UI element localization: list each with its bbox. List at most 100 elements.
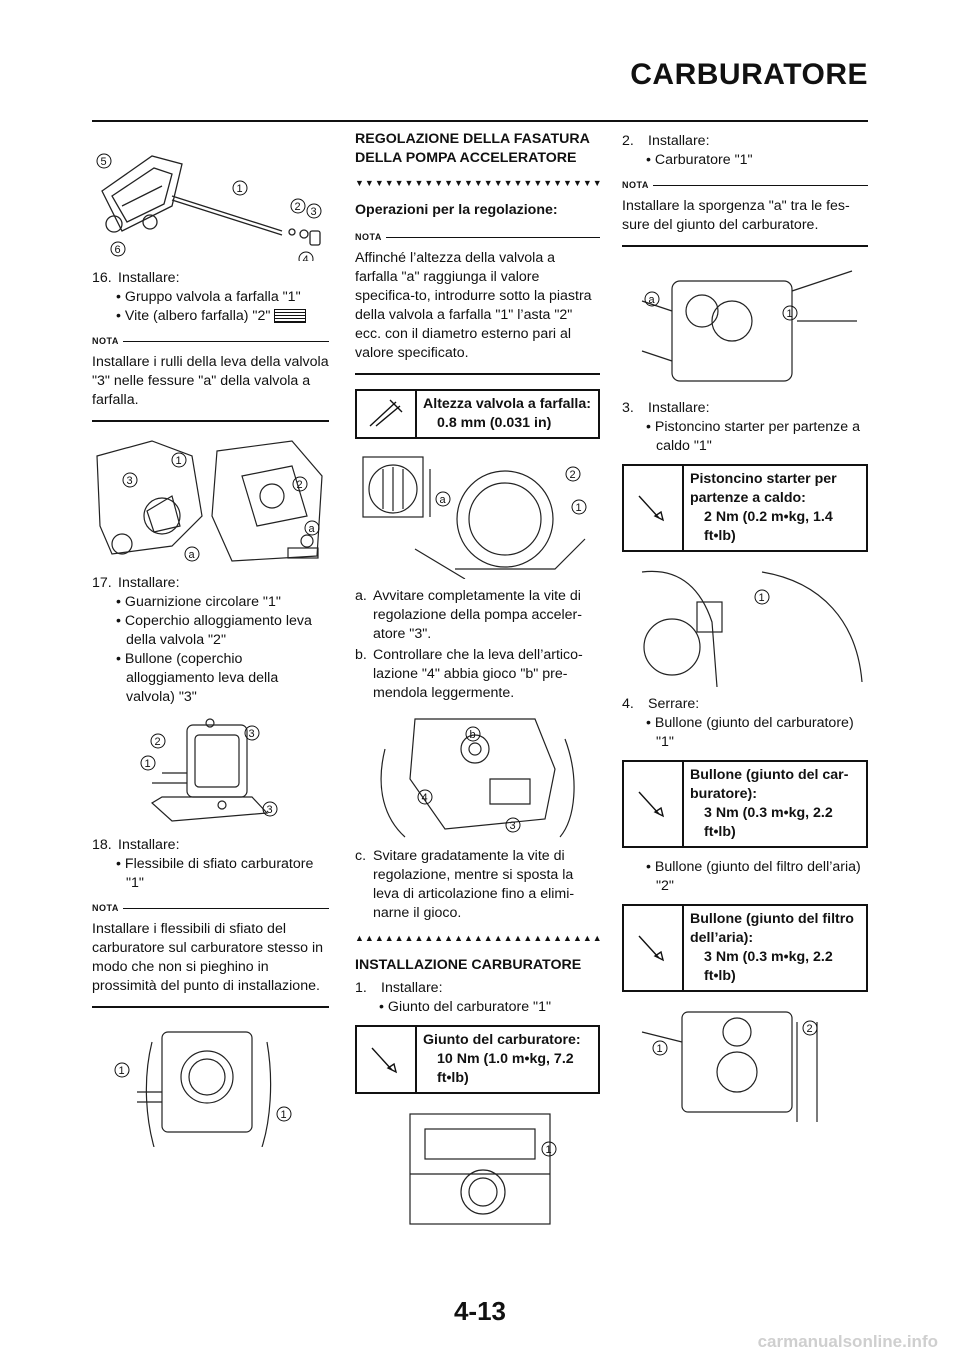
svg-text:1: 1 [546, 1144, 552, 1156]
threadlock-icon [274, 309, 307, 324]
torque-wrench-icon [624, 906, 684, 990]
throttle-valve-figure: 5 6 1 2 3 4 [96, 153, 322, 261]
throttle-height-figure: a 2 1 [362, 456, 587, 579]
breather-hose-figure: 1 1 [114, 1031, 292, 1147]
svg-text:1: 1 [576, 502, 582, 514]
callout-4: 4 [303, 254, 309, 261]
svg-text:3: 3 [249, 728, 255, 740]
svg-text:a: a [440, 494, 447, 506]
spec-value: 3 Nm (0.3 m•kg, 2.2 ft•lb) [704, 805, 833, 840]
torque-wrench-icon [624, 466, 684, 550]
svg-text:2: 2 [570, 469, 576, 481]
svg-text:2: 2 [297, 479, 303, 491]
watermark: carmanualsonline.info [757, 1332, 938, 1351]
header-rule [92, 120, 868, 122]
svg-text:3: 3 [510, 820, 516, 832]
page-title: CARBURATORE [630, 58, 868, 91]
procedure-step-a: a.Avvitare completamente la vite di rego… [355, 588, 582, 642]
callout-6: 6 [115, 244, 121, 256]
spec-name: Bullone (giunto del car-buratore): [690, 767, 849, 802]
svg-text:3: 3 [127, 475, 133, 487]
step-3: 3.Installare: Pistoncino starter per par… [622, 399, 868, 456]
note-text: Affinché l’altezza della valvola a farfa… [355, 250, 592, 361]
spec-box: Bullone (giunto del car-buratore):3 Nm (… [622, 760, 868, 848]
note-text: Installare i rulli della leva della valv… [92, 354, 329, 408]
step-1: 1.Installare: Giunto del carburatore "1" [355, 979, 600, 1017]
svg-text:4: 4 [422, 792, 428, 804]
svg-text:1: 1 [176, 455, 182, 467]
callout-1: 1 [237, 183, 243, 195]
spec-name: Giunto del carburatore: [423, 1032, 581, 1048]
bullet: Carburatore "1" [622, 151, 868, 170]
note-text: Installare la sporgenza "a" tra le fes-s… [622, 198, 850, 233]
carburetor-install-figure: a 1 [641, 270, 857, 382]
bullet: Guarnizione circolare "1" [92, 593, 329, 612]
bullet: Bullone (giunto del carburatore) "1" [622, 714, 868, 752]
svg-text:1: 1 [145, 758, 151, 770]
lever-cover-figure: 2 1 3 3 [140, 718, 278, 822]
callout-5: 5 [101, 156, 107, 168]
spec-name: Altezza valvola a farfalla: [423, 396, 591, 412]
column-left: 5 6 1 2 3 4 16.Installare: Gruppo valvol… [92, 130, 329, 1155]
svg-text:1: 1 [759, 592, 765, 604]
callout-2: 2 [295, 201, 301, 213]
torque-wrench-icon [624, 762, 684, 846]
page-number: 4-13 [453, 1296, 507, 1326]
spec-box: Giunto del carburatore: 10 Nm (1.0 m•kg, … [355, 1025, 600, 1094]
svg-text:2: 2 [155, 736, 161, 748]
svg-text:2: 2 [807, 1023, 813, 1035]
caliper-icon [357, 391, 417, 437]
spec-name: Pistoncino starter per partenze a caldo: [690, 471, 837, 506]
spec-box: Altezza valvola a farfalla: 0.8 mm (0.031… [355, 389, 600, 439]
nota-label: NOTA [92, 336, 119, 346]
hot-starter-figure: 1 [641, 570, 863, 687]
note-box: NOTA Affinché l’altezza della valvola a … [355, 228, 600, 375]
callout-3: 3 [311, 206, 317, 218]
step-2: 2.Installare: Carburatore "1" [622, 132, 868, 170]
section-heading: REGOLAZIONE DELLA FASATURA DELLA POMPA A… [355, 131, 590, 166]
bullet: Pistoncino starter per partenze a caldo … [622, 418, 868, 456]
spec-value: 10 Nm (1.0 m•kg, 7.2 ft•lb) [437, 1051, 574, 1086]
svg-text:a: a [309, 523, 316, 535]
spec-box: Bullone (giunto del filtro dell’aria):3 … [622, 904, 868, 992]
svg-text:1: 1 [657, 1043, 663, 1055]
warning-triangles: ▼▼▼▼▼▼▼▼▼▼▼▼▼▼▼▼▼▼▼▼▼▼▼▼▼▼▼▼▼▼ [355, 178, 600, 188]
valve-lever-figure: 1 3 a 2 a [96, 440, 323, 562]
spec-value: 3 Nm (0.3 m•kg, 2.2 ft•lb) [704, 949, 833, 984]
note-text: Installare i flessibili di sfiato del ca… [92, 921, 324, 994]
step-17: 17.Installare: Guarnizione circolare "1"… [92, 574, 329, 707]
joint-bolts-figure: 1 2 [641, 1011, 818, 1122]
svg-text:a: a [189, 549, 196, 561]
svg-text:b: b [470, 729, 476, 741]
bullet: Flessibile di sfiato carburatore "1" [92, 855, 329, 893]
note-box: NOTA Installare la sporgenza "a" tra le … [622, 176, 868, 247]
note-box: NOTA Installare i rulli della leva della… [92, 332, 329, 422]
procedure-step-c: c.Svitare gradatamente la vite di regola… [355, 848, 575, 921]
bullet: Giunto del carburatore "1" [355, 998, 600, 1017]
procedure-step-b: b.Controllare che la leva dell’artico-la… [355, 647, 583, 701]
spec-name: Bullone (giunto del filtro dell’aria): [690, 911, 854, 946]
note-box: NOTA Installare i flessibili di sfiato d… [92, 899, 329, 1008]
svg-text:a: a [649, 294, 656, 306]
warning-triangles: ▲▲▲▲▲▲▲▲▲▲▲▲▲▲▲▲▲▲▲▲▲▲▲▲▲▲▲▲▲▲ [355, 933, 600, 943]
step-16: 16.Installare: Gruppo valvola a farfalla… [92, 269, 329, 326]
accelerator-pump-figure: b 4 3 [380, 718, 575, 838]
svg-text:1: 1 [119, 1065, 125, 1077]
spec-value: 0.8 mm (0.031 in) [437, 415, 552, 431]
svg-text:3: 3 [267, 804, 273, 816]
carburetor-joint-figure: 1 [409, 1113, 557, 1225]
spec-value: 2 Nm (0.2 m•kg, 1.4 ft•lb) [704, 509, 833, 544]
svg-text:1: 1 [787, 308, 793, 320]
bullet: Bullone (giunto del filtro dell’aria) "2… [622, 858, 868, 896]
section-heading: INSTALLAZIONE CARBURATORE [355, 957, 582, 973]
column-middle: REGOLAZIONE DELLA FASATURA DELLA POMPA A… [355, 130, 600, 1242]
column-right: 2.Installare: Carburatore "1" NOTA Insta… [622, 130, 868, 1135]
step-18: 18.Installare: Flessibile di sfiato carb… [92, 836, 329, 893]
svg-text:1: 1 [281, 1109, 287, 1121]
bullet: Coperchio alloggiamento leva della valvo… [92, 612, 329, 650]
subheading: Operazioni per la regolazione: [355, 202, 558, 218]
bullet: Vite (albero farfalla) "2" [92, 307, 329, 326]
bullet: Bullone (coperchio alloggiamento leva de… [92, 650, 329, 707]
spec-box: Pistoncino starter per partenze a caldo:… [622, 464, 868, 552]
step-4: 4.Serrare: Bullone (giunto del carburato… [622, 695, 868, 752]
